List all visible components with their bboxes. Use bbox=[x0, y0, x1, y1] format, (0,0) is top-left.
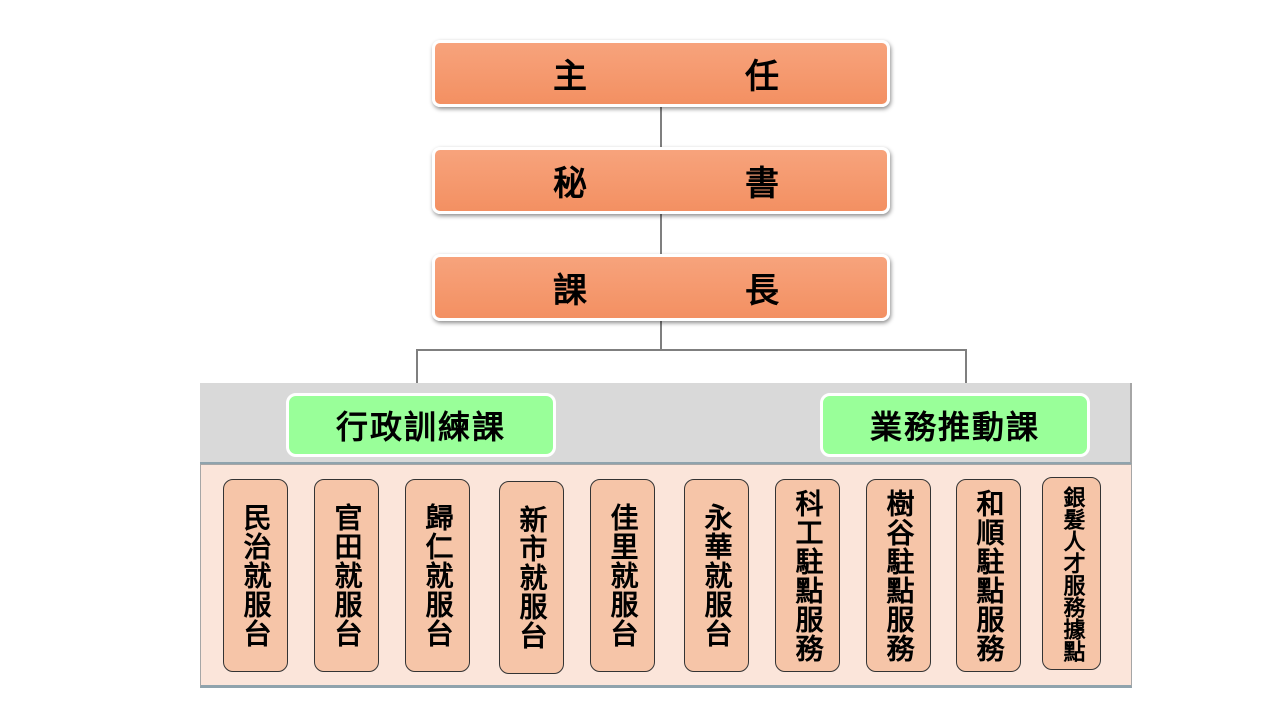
secretary-char-2: 書 bbox=[745, 164, 779, 204]
section-business-promotion: 業務推動課 bbox=[820, 393, 1090, 457]
secretary-box: 秘 書 bbox=[432, 147, 890, 214]
unit-box: 和順駐點服務 bbox=[956, 479, 1021, 672]
connector-line bbox=[416, 349, 967, 351]
secretary-char-1: 秘 bbox=[553, 164, 587, 204]
unit-label: 官田就服台 bbox=[330, 503, 364, 648]
unit-box: 永華就服台 bbox=[684, 479, 749, 672]
section-chief-char-2: 長 bbox=[745, 271, 779, 311]
unit-label: 科工駐點服務 bbox=[791, 488, 825, 663]
connector-line bbox=[660, 321, 662, 350]
unit-label: 民治就服台 bbox=[239, 503, 273, 648]
unit-box: 民治就服台 bbox=[223, 479, 288, 672]
unit-label: 銀髮人才服務據點 bbox=[1059, 485, 1085, 662]
unit-label: 歸仁就服台 bbox=[421, 503, 455, 648]
unit-box: 科工駐點服務 bbox=[775, 479, 840, 672]
director-char-2: 任 bbox=[745, 57, 779, 97]
unit-box: 銀髮人才服務據點 bbox=[1042, 477, 1101, 670]
section-chief-box: 課 長 bbox=[432, 254, 890, 321]
unit-box: 歸仁就服台 bbox=[405, 479, 470, 672]
unit-box: 佳里就服台 bbox=[590, 479, 655, 672]
connector-line bbox=[965, 349, 967, 383]
director-char-1: 主 bbox=[553, 57, 587, 97]
unit-label: 和順駐點服務 bbox=[972, 488, 1006, 663]
connector-line bbox=[416, 349, 418, 383]
director-box: 主 任 bbox=[432, 40, 890, 107]
unit-label: 樹谷駐點服務 bbox=[882, 488, 916, 663]
section-label: 業務推動課 bbox=[869, 408, 1040, 446]
section-chief-char-1: 課 bbox=[553, 271, 587, 311]
unit-label: 永華就服台 bbox=[700, 503, 734, 648]
unit-label: 新市就服台 bbox=[515, 505, 549, 650]
section-label: 行政訓練課 bbox=[335, 408, 506, 446]
connector-line bbox=[660, 214, 662, 254]
unit-box: 樹谷駐點服務 bbox=[866, 479, 931, 672]
unit-box: 新市就服台 bbox=[499, 481, 564, 674]
section-admin-training: 行政訓練課 bbox=[286, 393, 556, 457]
unit-label: 佳里就服台 bbox=[606, 503, 640, 648]
connector-line bbox=[660, 107, 662, 147]
unit-box: 官田就服台 bbox=[314, 479, 379, 672]
